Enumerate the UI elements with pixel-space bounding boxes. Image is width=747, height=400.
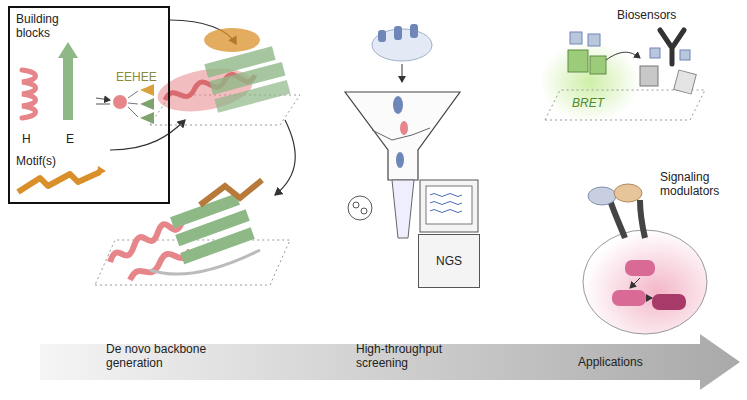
node-text: H — [22, 132, 31, 146]
node-text: De novo backbone generation — [106, 342, 246, 370]
figure-label: Signaling modulators — [660, 170, 742, 198]
sequencer-box: NGS — [418, 234, 480, 288]
progress-arrow: De novo backbone generation High-throughp… — [0, 334, 747, 390]
node-text: Building blocks — [16, 12, 86, 40]
node-text: E — [66, 132, 74, 146]
node-text: EEHEE — [116, 70, 157, 84]
node-text: Motif(s) — [16, 154, 56, 168]
node-text: NGS — [436, 254, 462, 268]
figure-label: Biosensors — [617, 8, 676, 22]
figure-label: BRET — [572, 96, 604, 110]
inset-box: Building blocksH E EEHEE Motif(s) — [8, 6, 170, 204]
node-text: Applications — [578, 355, 643, 369]
node-text: High-throughput screening — [356, 342, 466, 370]
